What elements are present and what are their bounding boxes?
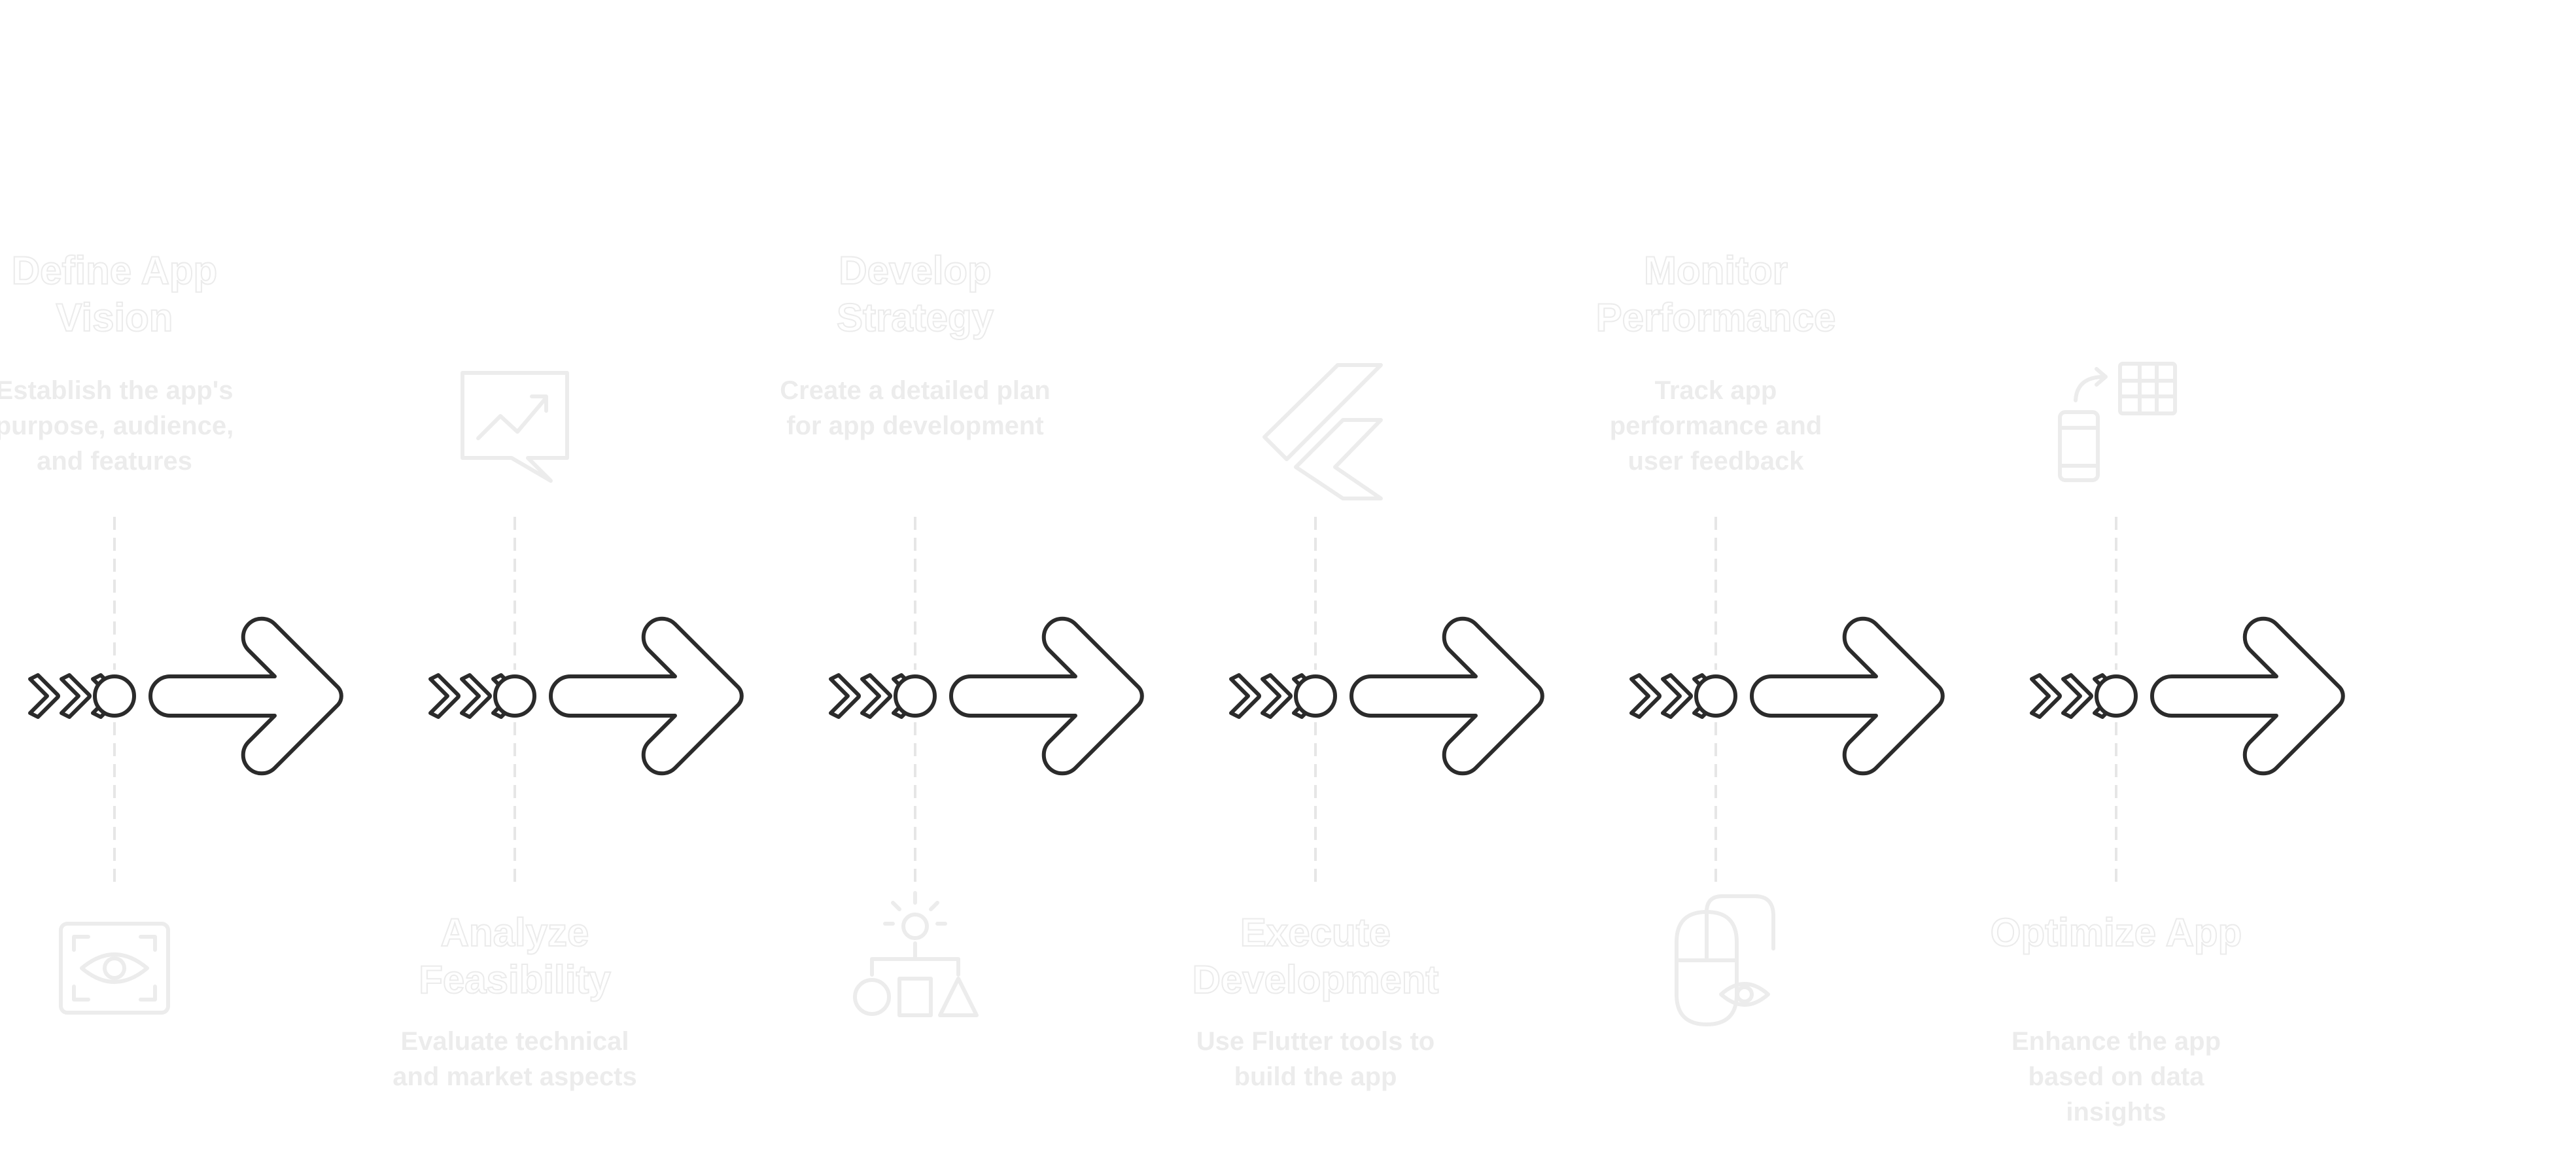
step-description: Enhance the app based on data insights: [2011, 1027, 2221, 1126]
chevron-mark: [60, 673, 92, 719]
mouse-eye-icon: [1675, 894, 1775, 1026]
step-arrow: [2150, 616, 2345, 776]
step-title: Monitor Performance: [1595, 248, 1837, 340]
step-arrow: [1750, 616, 1945, 776]
step-description: Create a detailed plan for app developme…: [780, 376, 1051, 440]
chevron-mark: [829, 673, 861, 719]
step-node: [2095, 674, 2138, 718]
idea-shapes-icon: [853, 891, 979, 1017]
chevron-mark: [860, 673, 892, 719]
mobile-table-icon: [2058, 362, 2177, 482]
chevron-mark: [1661, 673, 1693, 719]
step-arrow: [549, 616, 744, 776]
step-node: [1294, 674, 1337, 718]
step-description: Use Flutter tools to build the app: [1196, 1027, 1435, 1091]
chevron-mark: [428, 673, 461, 719]
step-title: Develop Strategy: [836, 248, 994, 340]
chevron-mark: [1629, 673, 1662, 719]
eye-frame-icon: [59, 922, 170, 1015]
step-description: Track app performance and user feedback: [1609, 376, 1822, 476]
step-title: Execute Development: [1192, 910, 1440, 1002]
step-title: Optimize App: [1990, 910, 2242, 955]
chevron-mark: [28, 673, 60, 719]
step-arrow: [1349, 616, 1544, 776]
step-node: [93, 674, 136, 718]
chevron-mark: [1229, 673, 1261, 719]
step-node: [493, 674, 536, 718]
step-description: Evaluate technical and market aspects: [392, 1027, 637, 1091]
flutter-logo-icon: [1262, 363, 1383, 500]
step-description: Establish the app's purpose, audience, a…: [0, 376, 234, 476]
step-arrow: [148, 616, 343, 776]
step-title: Define App Vision: [11, 248, 218, 340]
chevron-mark: [1261, 673, 1293, 719]
chevron-mark: [2030, 673, 2062, 719]
step-title: Analyze Feasibility: [418, 910, 611, 1002]
chart-chat-icon: [461, 371, 569, 483]
step-arrow: [949, 616, 1144, 776]
chevron-mark: [2061, 673, 2093, 719]
step-node: [894, 674, 937, 718]
chevron-mark: [460, 673, 492, 719]
step-node: [1694, 674, 1737, 718]
